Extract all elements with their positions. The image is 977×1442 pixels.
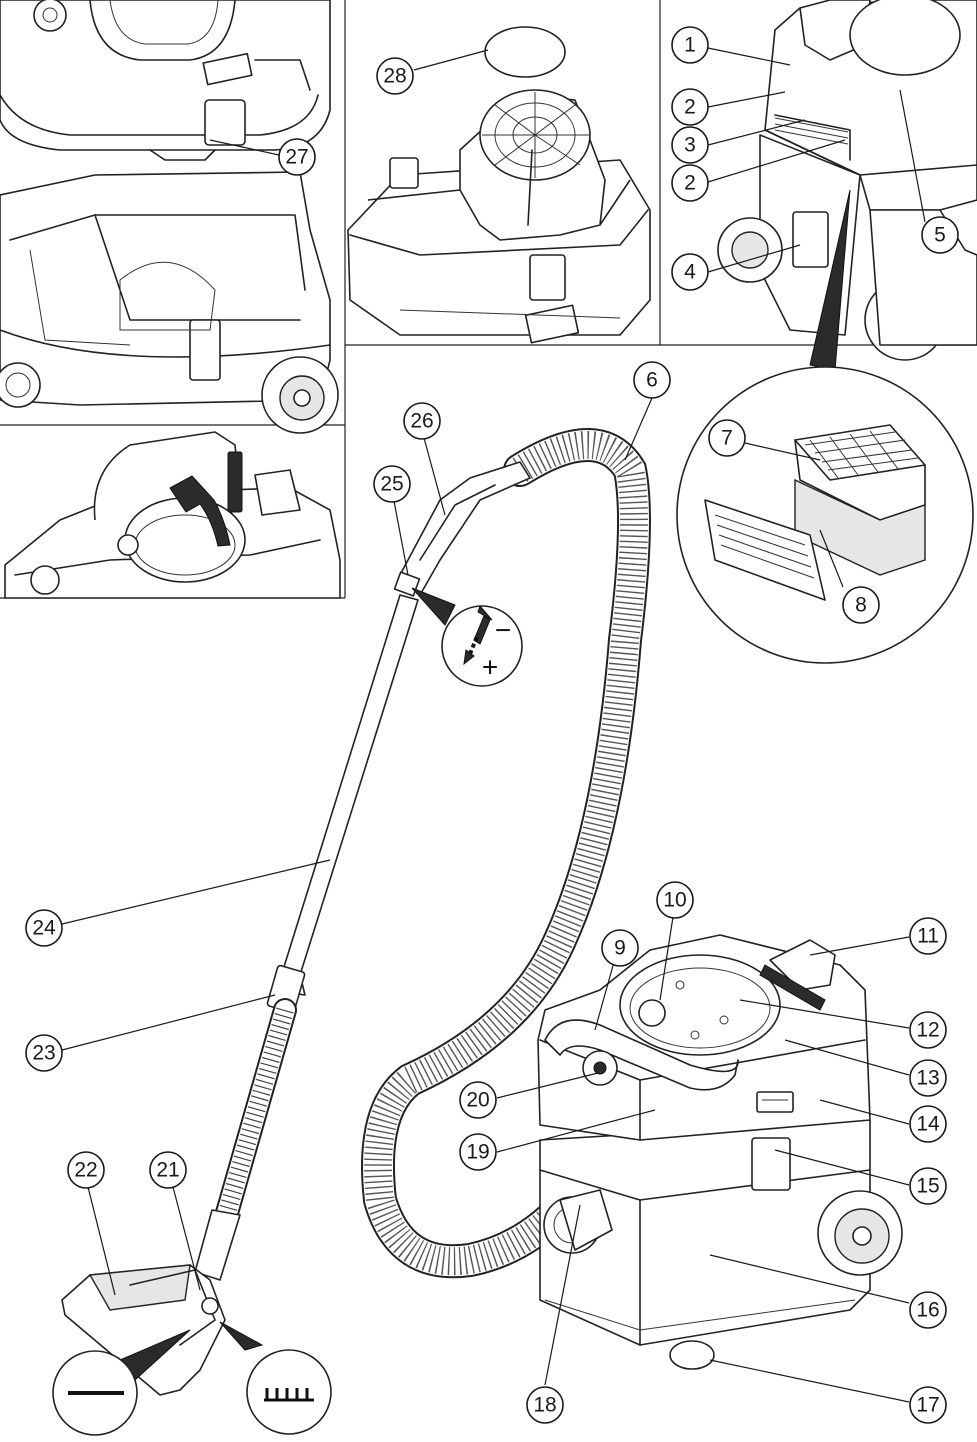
callout-13: 13	[909, 1059, 947, 1097]
callout-15: 15	[909, 1167, 947, 1205]
callout-9: 9	[601, 929, 639, 967]
airflow-plus-label: +	[482, 652, 498, 683]
svg-text:3: 3	[684, 134, 696, 157]
callout-20: 20	[459, 1081, 497, 1119]
callout-26: 26	[403, 402, 441, 440]
svg-text:9: 9	[614, 937, 626, 960]
panel-head-removed	[0, 0, 339, 434]
main-hose-assembly	[52, 428, 651, 1436]
svg-text:15: 15	[916, 1175, 939, 1198]
svg-text:17: 17	[916, 1394, 939, 1417]
svg-text:20: 20	[466, 1089, 489, 1112]
svg-text:16: 16	[916, 1299, 939, 1322]
svg-text:13: 13	[916, 1067, 939, 1090]
detail-filter-circle	[676, 366, 974, 664]
callout-6: 6	[633, 361, 671, 399]
svg-text:14: 14	[916, 1113, 940, 1136]
svg-text:26: 26	[410, 410, 433, 433]
callout-12: 12	[909, 1011, 947, 1049]
svg-text:19: 19	[466, 1141, 489, 1164]
svg-text:23: 23	[32, 1042, 55, 1065]
callout-11: 11	[909, 917, 947, 955]
svg-text:22: 22	[74, 1159, 97, 1182]
panel-head-rotate	[4, 431, 341, 599]
svg-text:11: 11	[917, 925, 939, 948]
callout-5: 5	[921, 216, 959, 254]
airflow-minus-label: −	[495, 615, 511, 646]
svg-text:25: 25	[380, 473, 403, 496]
svg-text:6: 6	[646, 369, 658, 392]
callout-10: 10	[656, 881, 694, 919]
svg-text:10: 10	[663, 889, 686, 912]
callout-28: 28	[376, 57, 414, 95]
svg-text:21: 21	[156, 1159, 179, 1182]
callout-2-lower: 2	[671, 164, 709, 202]
callout-21: 21	[149, 1151, 187, 1189]
callout-1: 1	[671, 26, 709, 64]
svg-text:2: 2	[684, 172, 696, 195]
callout-18: 18	[526, 1386, 564, 1424]
svg-text:5: 5	[934, 224, 946, 247]
callout-8: 8	[842, 586, 880, 624]
svg-text:24: 24	[32, 917, 56, 940]
callout-2-upper: 2	[671, 88, 709, 126]
panel-filter-cage	[347, 26, 651, 344]
main-vacuum-body	[537, 934, 903, 1370]
panel-side-detail	[717, 0, 977, 371]
svg-text:4: 4	[684, 261, 696, 284]
callout-25: 25	[373, 465, 411, 503]
callout-3: 3	[671, 126, 709, 164]
svg-text:12: 12	[916, 1019, 939, 1042]
callout-23: 23	[25, 1034, 63, 1072]
callout-17: 17	[909, 1386, 947, 1424]
svg-text:27: 27	[285, 146, 308, 169]
svg-text:8: 8	[855, 594, 867, 617]
svg-text:28: 28	[383, 65, 406, 88]
callout-19: 19	[459, 1133, 497, 1171]
callout-4: 4	[671, 253, 709, 291]
callout-24: 24	[25, 909, 63, 947]
callout-22: 22	[67, 1151, 105, 1189]
svg-text:7: 7	[721, 427, 733, 450]
callout-7: 7	[708, 419, 746, 457]
svg-text:18: 18	[533, 1394, 556, 1417]
svg-text:2: 2	[684, 96, 696, 119]
leader-lines	[61, 47, 926, 1403]
callout-16: 16	[909, 1291, 947, 1329]
svg-text:1: 1	[684, 34, 696, 57]
callout-27: 27	[278, 138, 316, 176]
callout-14: 14	[909, 1105, 947, 1143]
airflow-symbol: − +	[463, 605, 511, 683]
